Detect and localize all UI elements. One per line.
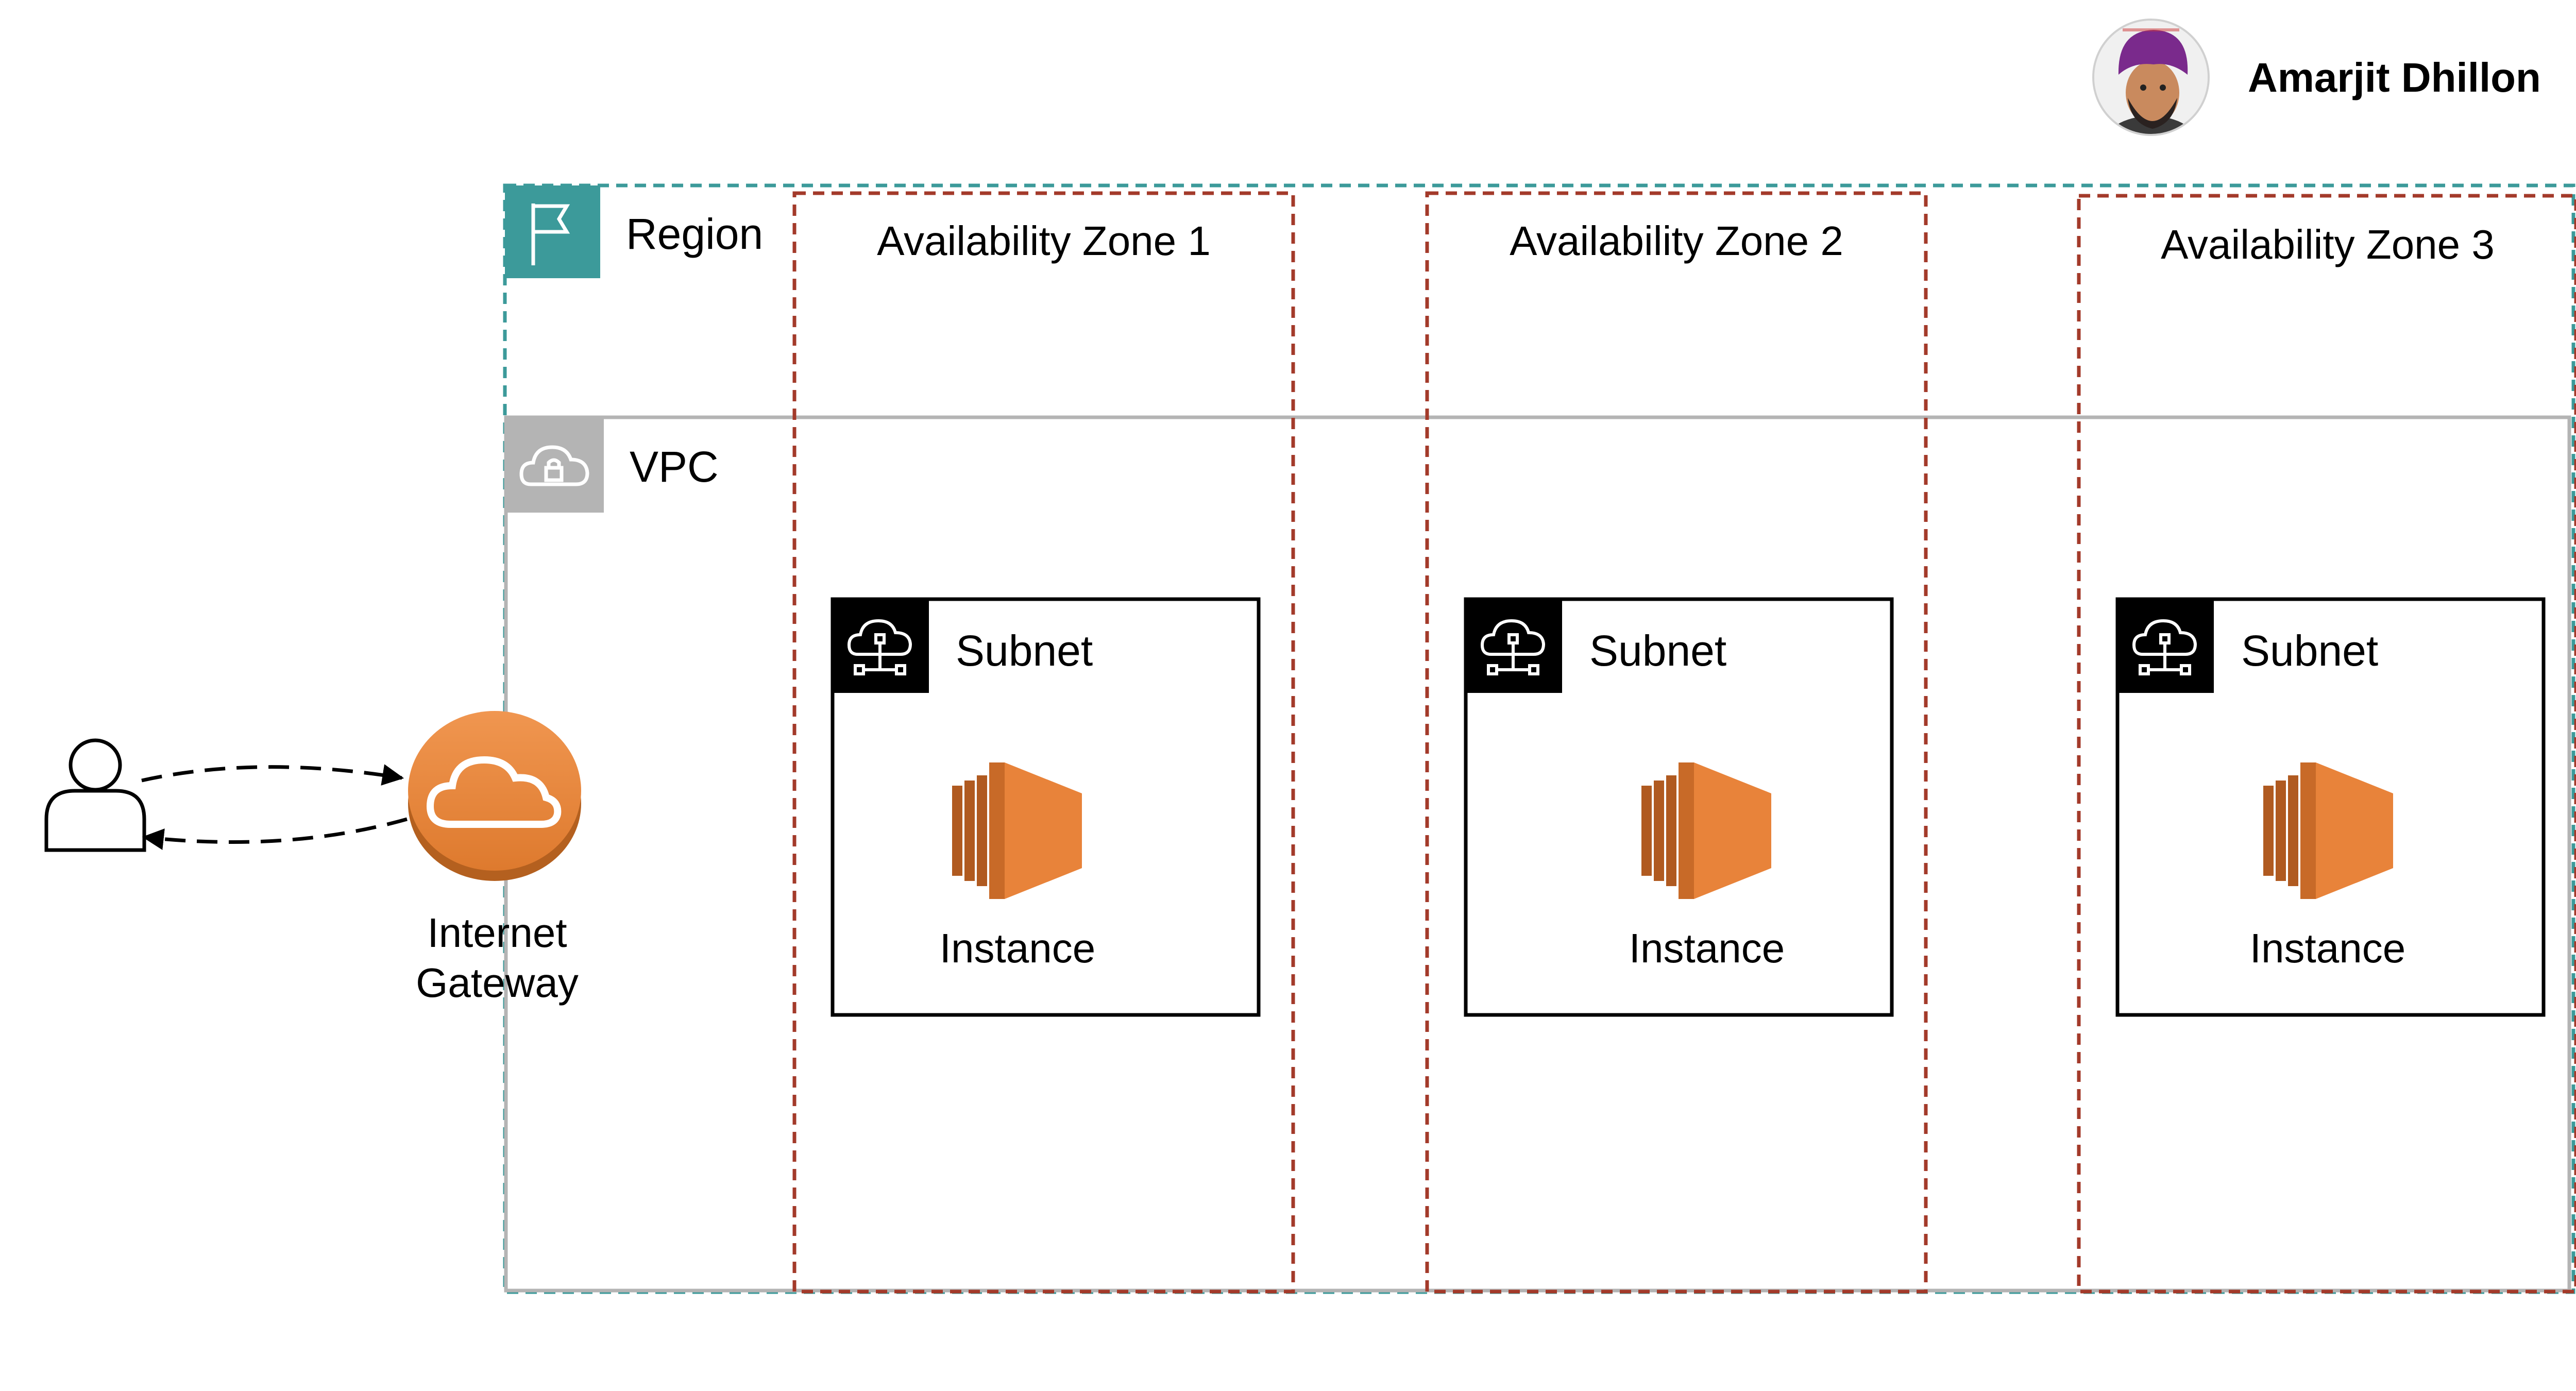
flag-icon [531, 203, 570, 265]
subnet-cloud-icon [2132, 619, 2197, 675]
subnet-cloud-icon [847, 619, 912, 675]
availability-zone-3: Availability Zone 3 Subnet Instance [2077, 194, 2576, 1294]
zone-label: Availability Zone 3 [2161, 222, 2495, 267]
availability-zone-2: Availability Zone 2 Subnet Instance [1425, 191, 1928, 1294]
subnet-box: Subnet Instance [831, 597, 1261, 1017]
region-label: Region [626, 210, 763, 258]
gateway-label-line2: Gateway [416, 960, 579, 1006]
gateway-icon-circle [408, 711, 581, 871]
zone-border [2077, 194, 2576, 1294]
avatar [2092, 19, 2210, 136]
user-icon [44, 738, 146, 852]
response-arrow [142, 817, 408, 850]
zone-label: Availability Zone 2 [1510, 218, 1843, 264]
subnet-label: Subnet [1589, 626, 1726, 675]
cloud-lock-icon [519, 445, 589, 486]
internet-gateway: Internet Gateway [408, 711, 581, 1006]
zone-border [1425, 191, 1928, 1294]
subnet-cloud-icon [1480, 619, 1546, 675]
vpc-icon-box [506, 417, 604, 513]
vpc-label: VPC [630, 443, 719, 491]
instance-label: Instance [1629, 925, 1785, 971]
availability-zone-1: Availability Zone 1 Subnet Instance [792, 191, 1295, 1294]
subnet-label: Subnet [956, 626, 1093, 675]
request-arrow [141, 764, 404, 786]
instance-label: Instance [2250, 925, 2405, 971]
ec2-instance-icon [2263, 762, 2393, 899]
subnet-box: Subnet Instance [2115, 597, 2546, 1017]
subnet-label: Subnet [2241, 626, 2378, 675]
gateway-label-line1: Internet [427, 910, 567, 956]
zone-label: Availability Zone 1 [877, 218, 1211, 264]
author-name: Amarjit Dhillon [2248, 55, 2541, 100]
ec2-instance-icon [952, 762, 1082, 899]
zone-border [792, 191, 1295, 1294]
subnet-box: Subnet Instance [1464, 597, 1894, 1017]
instance-label: Instance [940, 925, 1095, 971]
cloud-icon [426, 756, 562, 828]
author-header: Amarjit Dhillon [2092, 19, 2541, 136]
ec2-instance-icon [1641, 762, 1771, 899]
